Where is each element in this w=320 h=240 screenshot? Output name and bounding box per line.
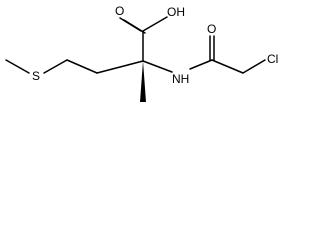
bond-alpha-carbon-nitrogen: [142, 60, 173, 73]
bond-sulfur-ch2: [43, 59, 68, 74]
bond-ch2-ch2: [66, 59, 98, 74]
bond-carbonyl-double-2: [123, 19, 146, 34]
wedge-bond-methyl: [140, 61, 146, 102]
bond-carboxyl-hydroxyl: [142, 16, 168, 32]
atom-label-acid-oxygen: O: [115, 4, 124, 18]
bond-methyl-sulfur: [5, 59, 30, 74]
bond-ch2-alpha-carbon: [96, 60, 144, 74]
bond-nitrogen-carbonyl: [189, 59, 213, 70]
atom-label-chlorine: Cl: [267, 52, 278, 66]
atom-label-sulfur: S: [32, 69, 40, 83]
atom-label-amide-oxygen: O: [207, 22, 216, 36]
chemical-structure-diagram: OH O S NH O Cl: [5, 4, 278, 102]
bond-carbonyl-ch2: [211, 59, 244, 74]
atom-label-nitrogen: NH: [172, 72, 189, 86]
atom-label-hydroxyl: OH: [167, 5, 185, 19]
bond-ch2-chlorine: [242, 59, 266, 74]
